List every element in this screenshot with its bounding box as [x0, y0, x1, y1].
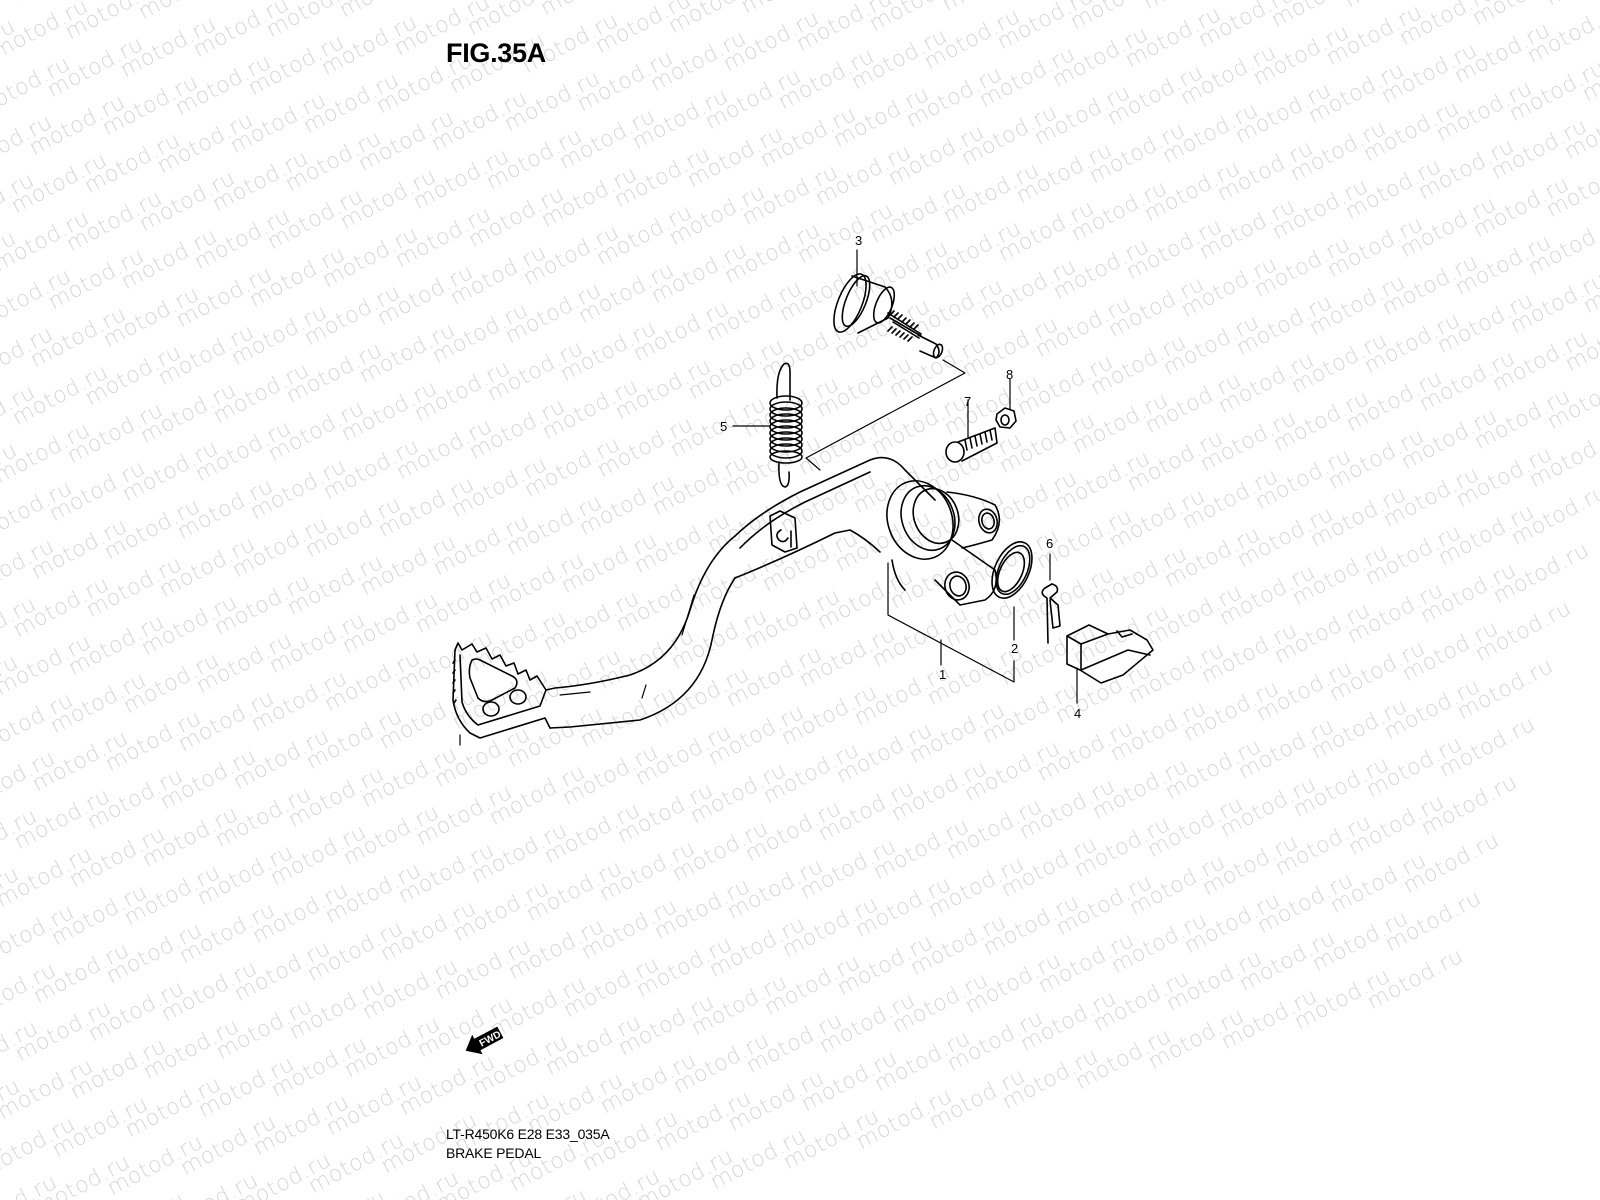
figure-caption: BRAKE PEDAL [446, 1145, 542, 1161]
adjuster-bolt-drawing [945, 427, 998, 463]
callout-2[interactable]: 2 [1011, 641, 1019, 656]
callout-5[interactable]: 5 [720, 419, 728, 434]
brake-pedal-drawing [452, 456, 1001, 746]
clip-drawing [1041, 583, 1061, 644]
callout-8[interactable]: 8 [1006, 367, 1014, 382]
fwd-arrow-icon: FWD [465, 1026, 504, 1055]
fwd-label: FWD [478, 1029, 503, 1049]
callout-7[interactable]: 7 [964, 394, 972, 409]
figure-title: FIG.35A [446, 38, 546, 68]
pedal-cover-drawing [1066, 624, 1154, 684]
callout-3[interactable]: 3 [855, 233, 863, 248]
pivot-bolt-drawing [833, 273, 944, 359]
nut-drawing [995, 407, 1017, 429]
callout-4[interactable]: 4 [1074, 706, 1082, 721]
figure-code: LT-R450K6 E28 E33_035A [446, 1126, 610, 1142]
callout-1[interactable]: 1 [939, 667, 947, 682]
fwd-direction-badge: FWD [462, 1023, 506, 1064]
oil-seal-drawing [991, 541, 1033, 599]
return-spring-drawing [769, 362, 803, 488]
callout-6[interactable]: 6 [1046, 536, 1054, 551]
